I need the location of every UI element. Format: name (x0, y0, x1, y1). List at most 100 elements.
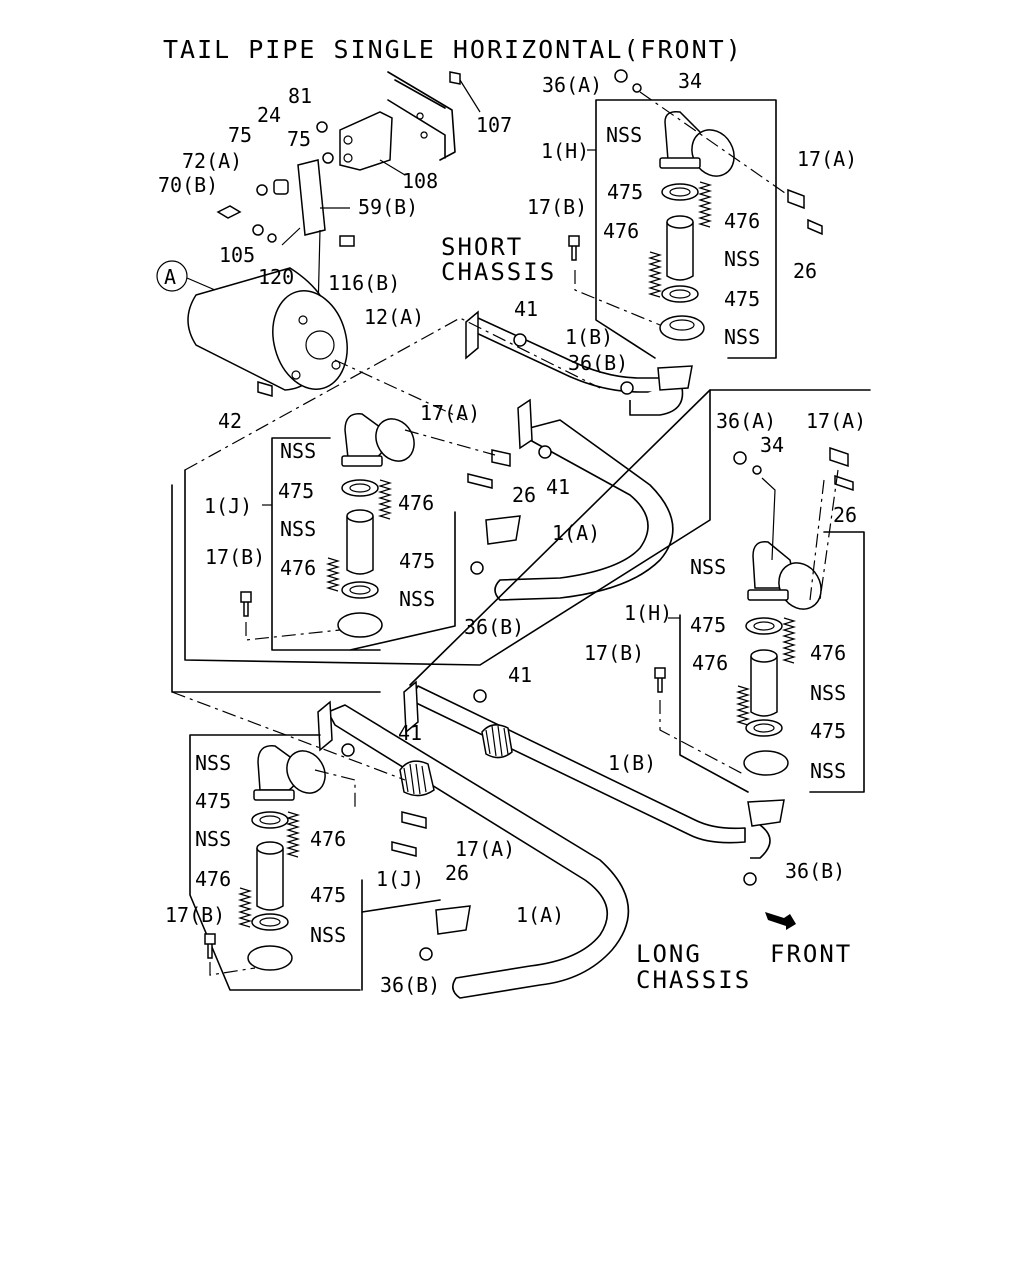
nut-81 (316, 121, 328, 133)
spring-476-right (781, 617, 797, 664)
flange-hole (298, 315, 308, 325)
gasket-475-1j (341, 479, 379, 497)
nut-75b (256, 184, 268, 196)
pipe-top-lower (256, 841, 284, 855)
centerline (314, 769, 356, 810)
gasket-475-right (745, 617, 783, 635)
stud-26-short (467, 473, 493, 489)
bolt-17a-right (829, 446, 849, 468)
callout-34: 34 (678, 69, 702, 93)
front-arrow-icon (765, 912, 796, 930)
centerline (404, 429, 496, 456)
view-marker-circle (156, 260, 188, 292)
centerline (819, 469, 839, 601)
callout-36b: 36(B) (568, 351, 628, 375)
stud-26-long (391, 841, 417, 857)
callout-nss: NSS (690, 555, 726, 579)
frame-rail (387, 71, 456, 161)
centerline (809, 479, 825, 601)
group-bracket-1j-upper (271, 437, 456, 651)
bolt-107 (449, 71, 461, 85)
stud-26-right (834, 474, 854, 492)
callout-26: 26 (793, 259, 817, 283)
nut-36b-b (470, 561, 484, 575)
short-chassis-assembly: SHORT CHASSIS 41 1(B) 36(B) 17(A) 41 26 … (184, 233, 871, 666)
bracket-59b (297, 159, 326, 236)
bolt-17b-right (654, 667, 666, 693)
callout-120: 120 (258, 265, 294, 289)
nut-41b (538, 445, 552, 459)
group-1h-top: 36(A) 34 1(H) NSS 17(A) 475 476 17(B) 47… (527, 69, 857, 359)
callout-26: 26 (445, 861, 469, 885)
pipe-nss (666, 222, 694, 281)
bellows-ribs (485, 725, 509, 757)
spring-476b-right (735, 685, 751, 726)
callout-476: 476 (724, 209, 760, 233)
callout-1h: 1(H) (541, 139, 589, 163)
pipe-top-1j (346, 509, 374, 523)
callout-1a: 1(A) (516, 903, 564, 927)
bracket-link (361, 899, 441, 913)
callout-nss-c: NSS (724, 325, 760, 349)
callout-107: 107 (476, 113, 512, 137)
pipe-1a-outlet-flange (485, 515, 521, 545)
bracket-hole (343, 135, 353, 145)
callout-75a: 75 (228, 123, 252, 147)
callout-41b: 41 (398, 721, 422, 745)
group-bracket-1h-top (595, 99, 777, 359)
callout-24: 24 (257, 103, 281, 127)
bracket-108 (339, 111, 393, 171)
callout-75b: 75 (287, 127, 311, 151)
pipe-nss-1j (346, 516, 374, 575)
pipe-1a-long (327, 704, 630, 999)
outline-upper (184, 317, 601, 471)
callout-36a: 36(A) (542, 73, 602, 97)
callout-475: 475 (278, 479, 314, 503)
callout-1j: 1(J) (204, 494, 252, 518)
muffler-assembly: A 81 24 75 75 107 108 72(A) 70(B) 59(B) … (156, 71, 512, 433)
washer-105 (252, 224, 264, 236)
callout-nss-c: NSS (399, 587, 435, 611)
long-chassis-assembly: LONG CHASSIS FRONT 41 41 1(B) 17(A) 26 1… (171, 389, 850, 999)
callout-17b: 17(B) (165, 903, 225, 927)
frame-holes (416, 112, 428, 139)
bolt-17b-lower (204, 933, 216, 959)
callout-1h: 1(H) (624, 601, 672, 625)
nut-41b-long (341, 743, 355, 757)
callout-59b: 59(B) (358, 195, 418, 219)
nut-36a (614, 69, 628, 83)
callout-nss-b: NSS (724, 247, 760, 271)
callout-476b: 476 (603, 219, 639, 243)
gasket-475b-inner (669, 289, 691, 299)
callout-42: 42 (218, 409, 242, 433)
callout-34: 34 (760, 433, 784, 457)
gasket-inner (753, 723, 775, 733)
gasket-475-lower (251, 811, 289, 829)
spring-476b-lower (237, 887, 253, 928)
view-marker-label: A (164, 265, 176, 289)
short-chassis-label-2: CHASSIS (441, 258, 556, 286)
pipe-1b-long-outlet-flange (747, 799, 785, 827)
callout-36b: 36(B) (380, 973, 440, 997)
nut-36b-long (743, 872, 757, 886)
callout-475b: 475 (810, 719, 846, 743)
spring-476 (697, 181, 713, 228)
pipe-1b-flange (465, 310, 479, 360)
long-chassis-label-1: LONG (636, 940, 702, 968)
callout-476: 476 (398, 491, 434, 515)
bellows-ribs (403, 763, 427, 795)
gasket-inner (259, 815, 281, 825)
callout-81: 81 (288, 84, 312, 108)
callout-475b: 475 (399, 549, 435, 573)
view-marker-leader (186, 277, 216, 291)
centerline (639, 91, 796, 201)
washer-leader (761, 477, 776, 561)
pipe-1a-short (494, 419, 674, 601)
callout-1b: 1(B) (608, 751, 656, 775)
group-1j-upper: NSS 1(J) 475 476 NSS 17(B) 476 475 NSS (204, 413, 496, 651)
callout-17a: 17(A) (797, 147, 857, 171)
callout-41b: 41 (546, 475, 570, 499)
leader-107 (459, 79, 481, 113)
callout-41: 41 (514, 297, 538, 321)
